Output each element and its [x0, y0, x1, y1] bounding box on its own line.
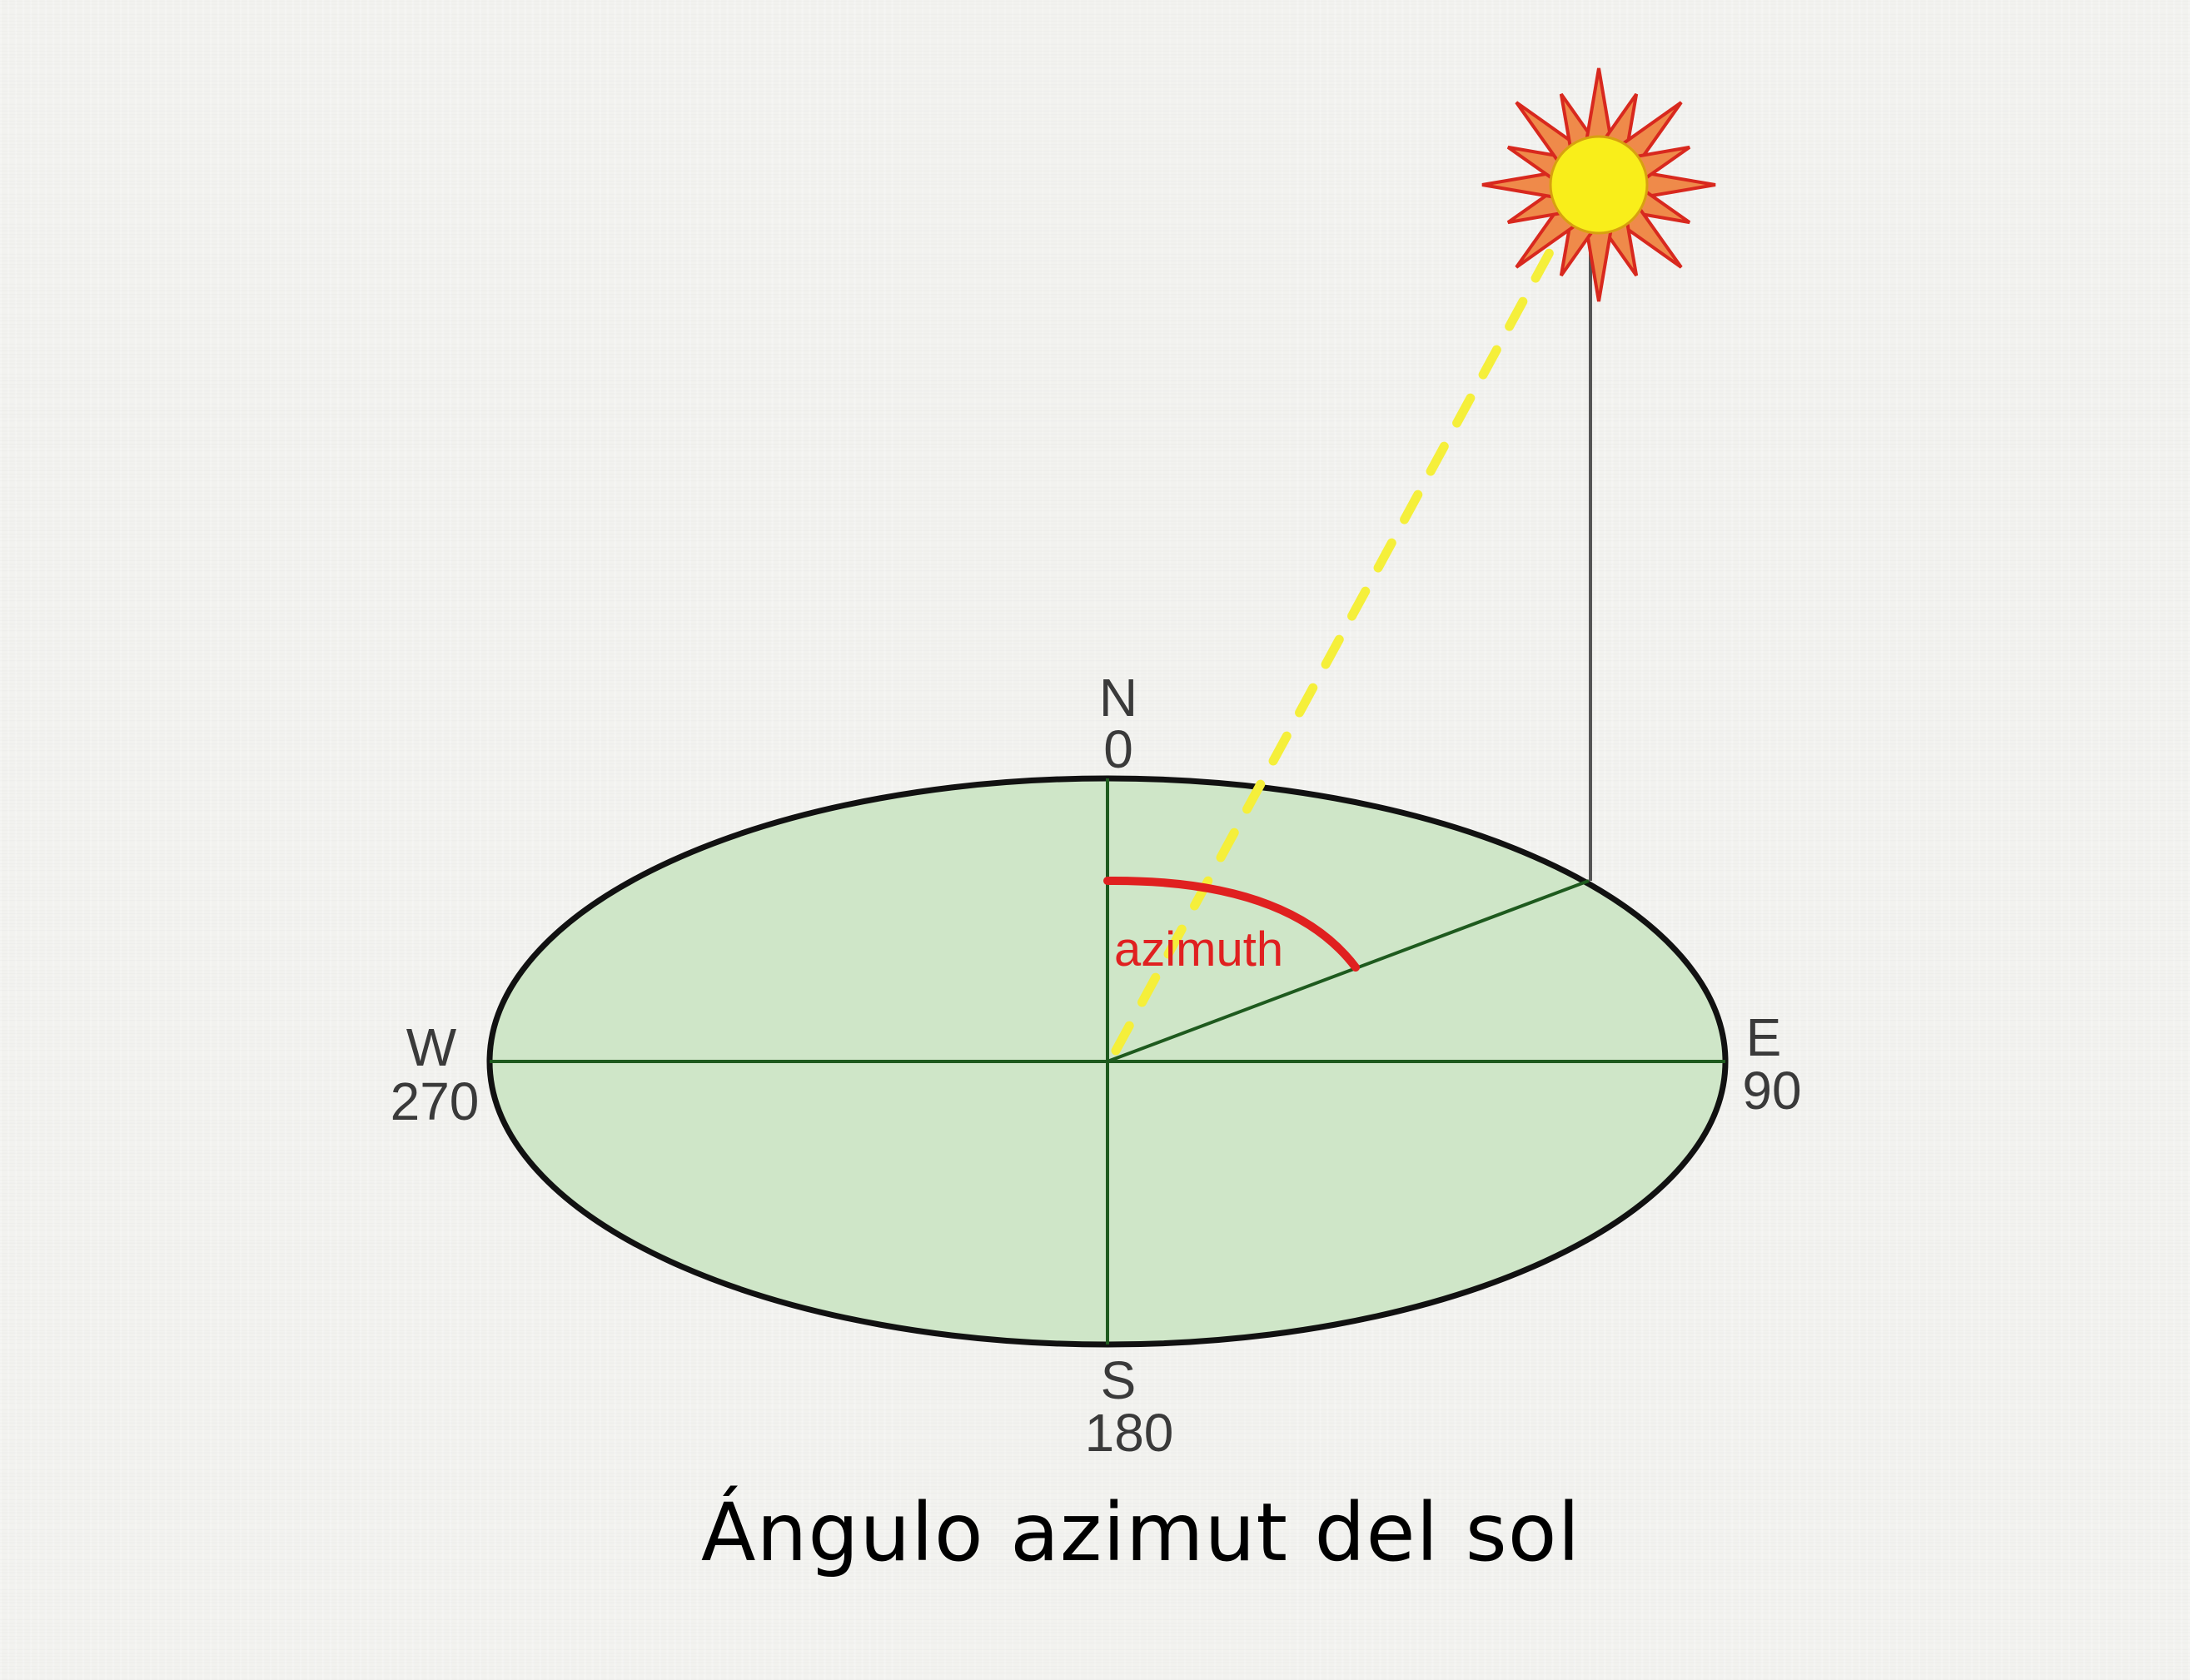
- azimuth-arc: [1103, 876, 1360, 972]
- sun-ray-line: [1111, 218, 1570, 1056]
- azimuth-label: azimuth: [1114, 922, 1283, 977]
- north-degrees-label: 0: [1103, 719, 1133, 779]
- south-label: S: [1101, 1350, 1137, 1410]
- figure-caption: Ángulo azimut del sol: [700, 1486, 1581, 1579]
- west-label: W: [406, 1017, 457, 1077]
- sun-projection-line: [1107, 879, 1590, 1063]
- east-label: E: [1746, 1007, 1782, 1067]
- east-degrees-label: 90: [1742, 1061, 1801, 1121]
- north-label: N: [1099, 668, 1137, 728]
- sun-icon: [1481, 67, 1716, 302]
- west-degrees-label: 270: [391, 1071, 480, 1131]
- south-degrees-label: 180: [1085, 1403, 1174, 1463]
